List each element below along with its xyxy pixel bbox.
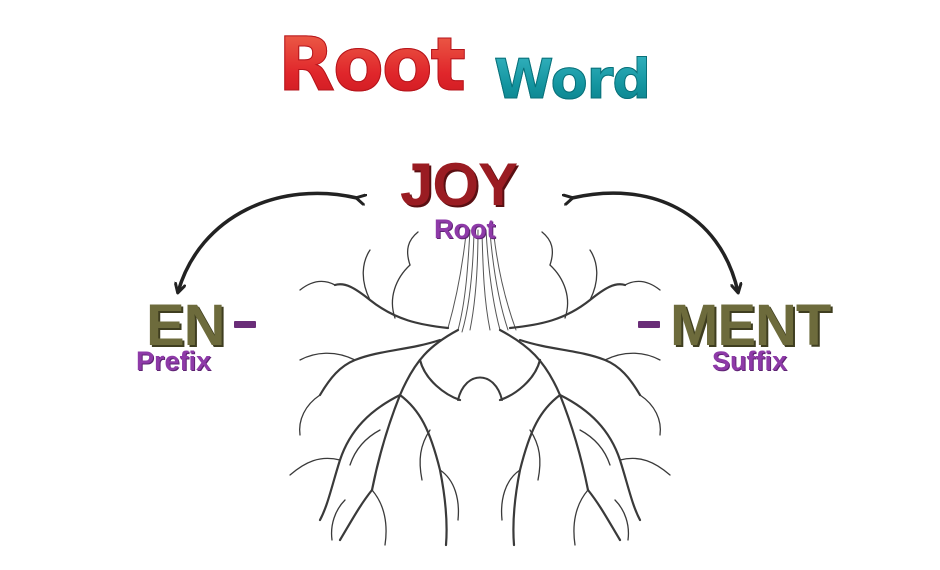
root-system-drawing	[289, 229, 671, 547]
prefix-label: Prefix	[136, 346, 212, 376]
left-double-arrow	[178, 191, 357, 292]
title-root: Root	[277, 22, 466, 109]
prefix-hyphen	[234, 321, 256, 328]
right-double-arrow	[572, 191, 738, 292]
suffix-label: Suffix	[712, 346, 788, 376]
prefix-word: EN	[146, 293, 226, 358]
suffix-hyphen	[638, 321, 660, 328]
root-word: JOY	[400, 151, 518, 218]
root-label: Root	[434, 214, 496, 244]
suffix-word: MENT	[670, 293, 831, 358]
title-word: Word	[493, 48, 651, 112]
